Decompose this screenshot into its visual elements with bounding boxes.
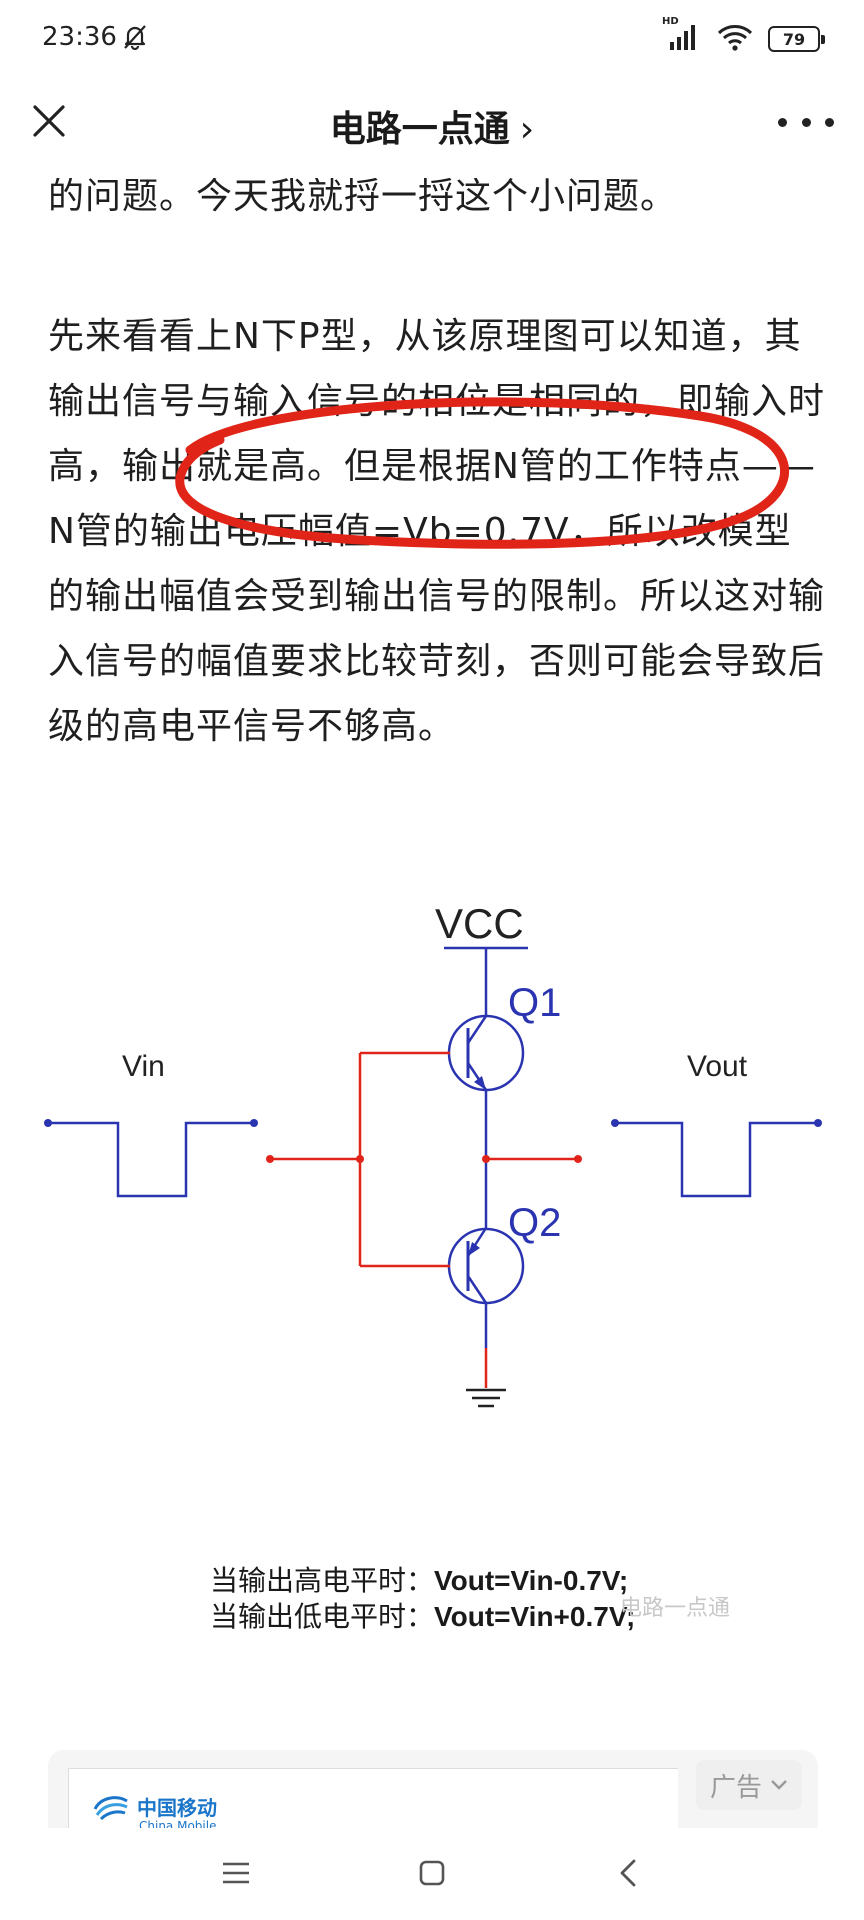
- ad-brand-sub: China Mobile: [139, 1819, 217, 1828]
- chevron-right-icon: ›: [519, 109, 535, 150]
- chevron-down-icon: [771, 1780, 787, 1790]
- signal-icon: HD: [662, 16, 702, 56]
- vout-label: Vout: [687, 1050, 748, 1083]
- caption-prefix: 当输出高电平时：: [210, 1564, 435, 1597]
- vin-waveform: [44, 1119, 258, 1198]
- home-icon[interactable]: [402, 1848, 462, 1898]
- article-paragraph: 的问题。今天我就捋一捋这个小问题。: [48, 178, 678, 217]
- transistor-q1: [447, 1014, 525, 1158]
- caption-prefix: 当输出低电平时：: [210, 1600, 435, 1633]
- caption-formula: Vout=Vin+0.7V;: [434, 1601, 636, 1632]
- q2-label: Q2: [508, 1201, 561, 1245]
- circuit-diagram: VCC Q1 Q2: [44, 900, 822, 1408]
- ad-brand: 中国移动: [137, 1795, 217, 1820]
- back-icon[interactable]: [598, 1848, 658, 1898]
- status-bar: 23:36 HD 79: [0, 0, 864, 78]
- bell-off-icon: [120, 22, 150, 56]
- circuit-caption: 当输出高电平时：Vout=Vin-0.7V; 当输出低电平时：Vout=Vin+…: [210, 1563, 635, 1635]
- article-content: 的问题。今天我就捋一捋这个小问题。 先来看看上N下P型，从该原理图可以知道，其输…: [0, 178, 864, 1828]
- status-time: 23:36: [42, 22, 117, 52]
- ad-logo: 中国移动: [91, 1791, 217, 1821]
- base-wiring: [266, 1051, 450, 1268]
- ad-tag-button[interactable]: 广告: [695, 1760, 802, 1810]
- image-watermark: 电路一点通: [620, 1596, 731, 1621]
- system-navigation-bar: [0, 1828, 864, 1920]
- battery-icon: 79: [768, 26, 825, 52]
- close-icon[interactable]: [26, 98, 72, 144]
- account-title-link[interactable]: 电路一点通›: [0, 100, 864, 152]
- menu-icon[interactable]: [206, 1848, 266, 1898]
- network-badge: HD: [662, 16, 679, 27]
- nav-bar: 电路一点通›: [0, 78, 864, 178]
- q1-label: Q1: [508, 981, 561, 1025]
- caption-formula: Vout=Vin-0.7V;: [434, 1565, 629, 1596]
- vin-label: Vin: [122, 1050, 165, 1083]
- vcc-label: VCC: [435, 900, 524, 947]
- page-title: 电路一点通: [329, 109, 510, 150]
- ad-banner[interactable]: 中国移动 China Mobile: [68, 1768, 678, 1828]
- output-wiring: [482, 1155, 582, 1163]
- caption-line-low: 当输出低电平时：Vout=Vin+0.7V;: [210, 1599, 635, 1635]
- wifi-icon: [716, 22, 754, 56]
- ad-card[interactable]: 中国移动 China Mobile 广告: [48, 1750, 818, 1828]
- ground-symbol: [466, 1348, 506, 1408]
- vout-waveform: [611, 1119, 822, 1198]
- transistor-q2: [447, 1158, 525, 1348]
- more-icon[interactable]: [778, 104, 834, 140]
- vcc-rail: [444, 946, 528, 1016]
- battery-level: 79: [782, 29, 806, 49]
- ad-tag-label: 广告: [709, 1772, 762, 1803]
- china-mobile-logo-icon: [93, 1796, 128, 1821]
- article-paragraph: 先来看看上N下P型，从该原理图可以知道，其输出信号与输入信号的相位是相同的，即输…: [48, 316, 826, 747]
- caption-line-high: 当输出高电平时：Vout=Vin-0.7V;: [210, 1563, 635, 1599]
